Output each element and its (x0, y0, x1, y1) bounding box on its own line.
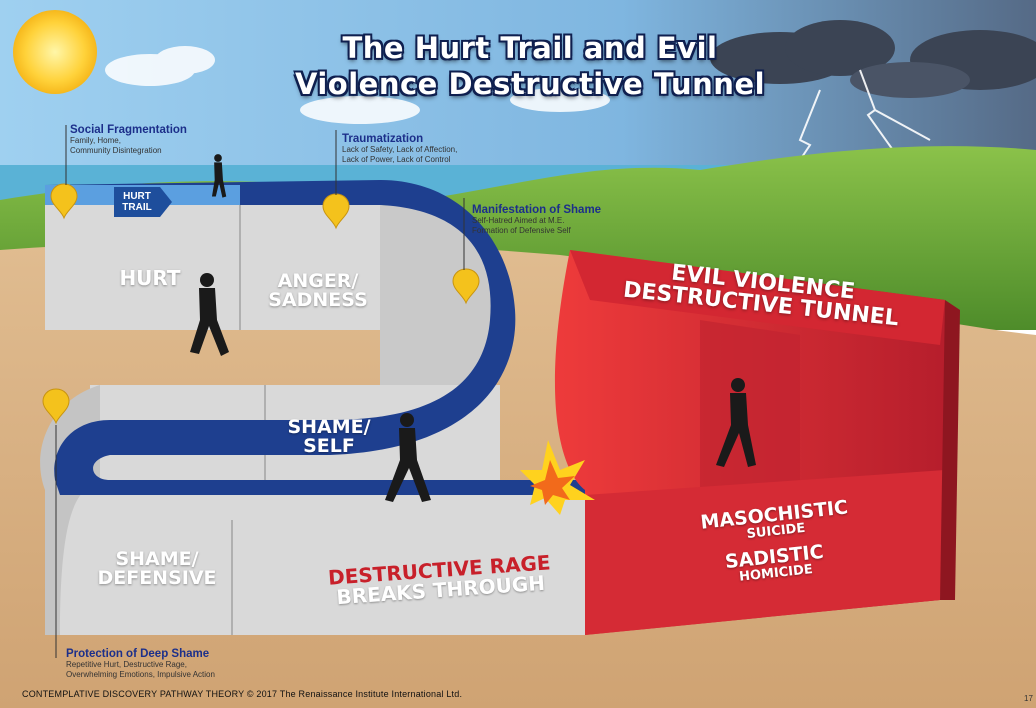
wall-top (45, 205, 380, 330)
walking-person-icon (716, 378, 756, 467)
wall-bottom (45, 490, 585, 635)
location-marker-icon (42, 388, 70, 425)
annotation-protection-of-deep-shame: Protection of Deep Shame Repetitive Hurt… (66, 648, 215, 680)
title-line-2: Violence Destructive Tunnel (294, 67, 766, 101)
annotation-manifestation-of-shame: Manifestation of Shame Self-Hatred Aimed… (472, 204, 601, 236)
storm-cloud-icon (710, 20, 1036, 98)
explosion-icon (520, 440, 595, 515)
arrow-right-icon (160, 187, 172, 217)
annotation-traumatization: Traumatization Lack of Safety, Lack of A… (342, 133, 457, 165)
title-line-1: The Hurt Trail and Evil (342, 31, 718, 65)
segment-label-line-1: ANGER/ (277, 270, 359, 292)
annotation-detail: Lack of Power, Lack of Control (342, 155, 451, 164)
segment-label-line-2: SADNESS (268, 289, 368, 311)
annotation-detail: Lack of Safety, Lack of Affection, (342, 145, 458, 154)
annotation-heading: Protection of Deep Shame (66, 648, 210, 660)
segment-label-line-2: SELF (303, 435, 355, 457)
segment-label-line-1: SHAME/ (115, 548, 199, 570)
segment-anger-sadness: ANGER/ SADNESS (258, 272, 378, 310)
page-title: The Hurt Trail and Evil Violence Destruc… (230, 30, 830, 102)
segment-label-line-1: SHAME/ (287, 416, 371, 438)
hurt-trail-sign: HURT TRAIL (114, 187, 160, 217)
segment-label-line-2: DEFENSIVE (97, 567, 217, 589)
location-marker-icon (452, 268, 480, 305)
annotation-heading: Traumatization (342, 133, 424, 145)
annotation-detail: Repetitive Hurt, Destructive Rage, (66, 660, 187, 669)
segment-shame-defensive: SHAME/ DEFENSIVE (92, 550, 222, 588)
copyright-footer: CONTEMPLATIVE DISCOVERY PATHWAY THEORY ©… (22, 689, 463, 699)
hurt-trail-path (45, 180, 600, 495)
annotation-detail: Family, Home, (70, 136, 121, 145)
segment-hurt: HURT (95, 268, 205, 288)
annotation-detail: Formation of Defensive Self (472, 226, 571, 235)
segment-hurt-label: HURT (119, 266, 181, 290)
annotation-heading: Manifestation of Shame (472, 204, 602, 216)
annotation-detail: Overwhelming Emotions, Impulsive Action (66, 670, 215, 679)
walking-person-icon (211, 154, 227, 198)
hurt-trail-sign-line-1: HURT (123, 191, 151, 202)
cloud-icon (105, 46, 610, 124)
page-number: 17 (1024, 694, 1033, 703)
walking-person-icon (190, 273, 229, 356)
annotation-social-fragmentation: Social Fragmentation Family, Home, Commu… (70, 124, 187, 156)
sun-icon (13, 10, 97, 94)
location-marker-icon (50, 183, 78, 220)
annotation-heading: Social Fragmentation (70, 124, 187, 136)
annotation-detail: Self-Hatred Aimed at M.E. (472, 216, 565, 225)
segment-shame-self: SHAME/ SELF (274, 418, 384, 456)
walking-person-icon (385, 413, 431, 502)
location-marker-icon (322, 193, 350, 230)
hurt-trail-sign-line-2: TRAIL (122, 202, 152, 213)
annotation-detail: Community Disintegration (70, 146, 162, 155)
